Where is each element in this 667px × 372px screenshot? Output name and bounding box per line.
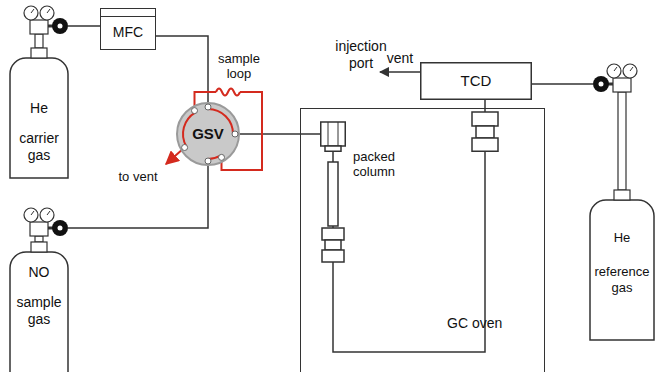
regulator-body xyxy=(30,20,48,34)
part-label: vent xyxy=(382,50,418,66)
valve-port xyxy=(182,145,188,151)
packed-column xyxy=(328,162,338,226)
gas-line xyxy=(68,227,80,229)
fitting-nut xyxy=(472,112,498,126)
node-subtitle: reference gas xyxy=(593,264,651,295)
detector-box xyxy=(421,63,532,100)
gas-cylinder xyxy=(584,60,660,342)
regulator-knob xyxy=(52,220,68,236)
node-subtitle: carrier gas xyxy=(13,130,65,164)
regulator-knob-hub xyxy=(58,24,63,29)
node-title: TCD xyxy=(420,72,532,90)
gas-cylinder: NO sample gas xyxy=(6,200,80,372)
gas-line xyxy=(80,166,208,228)
part-label: to vent xyxy=(112,170,164,185)
gas-cylinder: He carrier gas xyxy=(6,2,80,180)
gas-line xyxy=(68,25,80,27)
valve-port xyxy=(219,154,225,160)
node-title: GC oven xyxy=(447,315,502,332)
detector-stem xyxy=(484,100,486,112)
fitting-body xyxy=(325,146,341,151)
part-label: sample loop xyxy=(212,52,266,82)
gas-cylinder xyxy=(6,200,80,372)
node-subtitle: sample gas xyxy=(13,294,65,328)
regulator-body xyxy=(30,222,48,236)
column-fitting xyxy=(322,250,344,262)
vent-arrow xyxy=(380,71,420,73)
node-title: MFC xyxy=(101,24,155,41)
gas-sampling-valve: GSV xyxy=(176,102,240,166)
pressure-gauge xyxy=(24,208,38,222)
column-fitting xyxy=(325,240,341,250)
cylinder-body xyxy=(10,58,68,178)
gauge-needle xyxy=(31,9,34,13)
cylinder-stem xyxy=(618,92,626,190)
oven-enclosure: GC oven xyxy=(300,108,545,372)
cylinder-stem xyxy=(35,236,43,242)
node-title: He xyxy=(13,100,65,117)
column-fitting xyxy=(322,228,344,240)
pressure-gauge xyxy=(623,64,637,78)
sample-loop-coil xyxy=(216,89,240,96)
regulator-knob-hub xyxy=(599,82,604,87)
cylinder-body xyxy=(590,200,654,340)
regulator-body xyxy=(613,78,631,92)
fitting-nut xyxy=(472,138,498,151)
cylinder-valve xyxy=(614,190,630,200)
gas-line xyxy=(532,83,584,85)
node-title: NO xyxy=(13,264,65,281)
part-label: packed column xyxy=(346,150,402,180)
pressure-gauge xyxy=(40,6,54,20)
gas-cylinder: He reference gas xyxy=(584,60,660,342)
pressure-gauge xyxy=(24,6,38,20)
fitting-facet xyxy=(338,122,339,146)
flow-controller-box: MFC xyxy=(100,8,156,50)
regulator-knob xyxy=(593,76,609,92)
fitting-body xyxy=(476,126,494,138)
node-title: injection port xyxy=(326,38,396,72)
gas-line xyxy=(584,83,593,85)
cylinder-valve xyxy=(31,242,47,252)
gauge-needle xyxy=(31,211,34,215)
detector-box: TCD xyxy=(420,62,532,152)
valve-port xyxy=(232,131,238,137)
pressure-gauge xyxy=(607,64,621,78)
gauge-needle xyxy=(630,67,633,71)
cylinder-body xyxy=(10,252,68,372)
pressure-gauge xyxy=(40,208,54,222)
valve-port xyxy=(205,158,211,164)
gas-line xyxy=(80,25,100,27)
regulator-knob xyxy=(52,18,68,34)
node-title: He xyxy=(593,230,651,246)
gauge-needle xyxy=(614,67,617,71)
gauge-needle xyxy=(47,9,50,13)
gas-line xyxy=(240,133,320,135)
cylinder-valve xyxy=(31,48,47,58)
regulator-knob-hub xyxy=(58,226,63,231)
fitting-nut xyxy=(321,122,346,146)
fitting-facet xyxy=(328,122,329,146)
valve-port xyxy=(192,108,198,114)
valve-port xyxy=(205,104,211,110)
node-title: GSV xyxy=(176,125,240,143)
valve-channel xyxy=(208,109,233,134)
valve-body xyxy=(177,103,239,165)
gauge-needle xyxy=(47,211,50,215)
valve-channel xyxy=(183,112,195,146)
cylinder-stem xyxy=(35,34,43,48)
